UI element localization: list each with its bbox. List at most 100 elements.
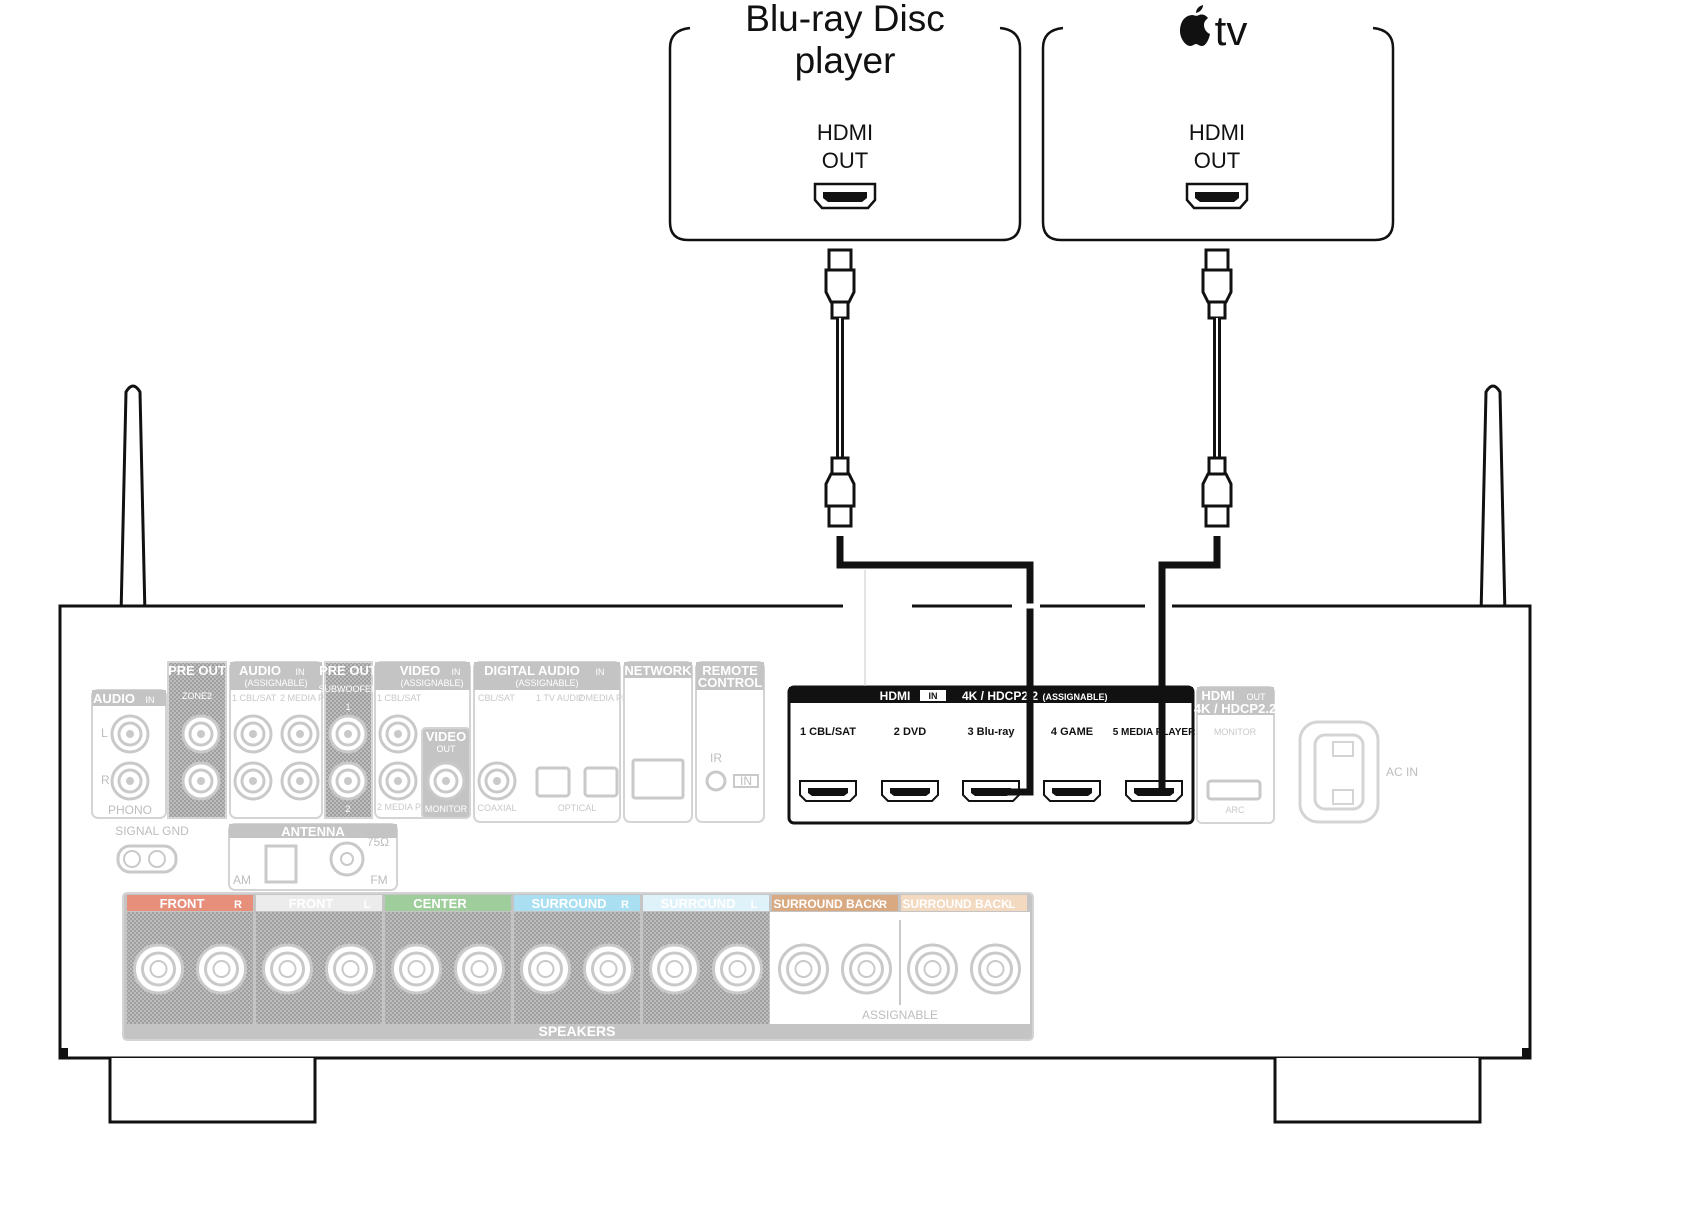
fm-terminal[interactable] xyxy=(329,841,365,877)
am-label: AM xyxy=(233,873,251,887)
antenna-section: ANTENNA AM FM 75Ω xyxy=(228,823,398,891)
hdmi-in-2-port[interactable] xyxy=(881,780,939,802)
phono-jack-r[interactable] xyxy=(110,761,150,801)
optical-label: OPTICAL xyxy=(558,803,597,813)
ohm-label: 75Ω xyxy=(367,835,389,849)
appletv-hdmi-out-port[interactable] xyxy=(1185,182,1249,210)
speaker-tag-6: R xyxy=(879,899,887,911)
speaker-post-7-minus[interactable] xyxy=(970,943,1021,995)
bluray-hdmi-out-port[interactable] xyxy=(813,182,877,210)
hdmi-out-monitor: MONITOR xyxy=(1214,727,1257,737)
audio-in-media-jack-r[interactable] xyxy=(280,761,320,801)
digital-audio-ch-tv: 1 TV AUDIO xyxy=(536,693,585,703)
ac-inlet-section: AC IN xyxy=(1298,720,1418,824)
video-in-sub: (ASSIGNABLE) xyxy=(400,678,463,688)
speaker-post-2-plus[interactable] xyxy=(262,943,313,995)
speaker-post-6-plus[interactable] xyxy=(778,943,829,995)
appletv-port-label-1: HDMI xyxy=(1189,120,1245,145)
apple-logo-icon xyxy=(1180,5,1210,46)
network-title: NETWORK xyxy=(624,663,692,678)
optical-media-port[interactable] xyxy=(583,766,619,798)
subwoofer-2-jack[interactable] xyxy=(328,761,368,801)
speaker-label-3: CENTER xyxy=(413,896,467,911)
phono-jack-l[interactable] xyxy=(110,714,150,754)
digital-audio-ch-cbl: CBL/SAT xyxy=(478,693,515,703)
signal-gnd-terminal[interactable] xyxy=(116,844,178,874)
audio-in-left-label: L xyxy=(101,726,108,740)
pre-out-sub-title: PRE OUT xyxy=(319,663,377,678)
digital-audio-tag: IN xyxy=(596,667,605,677)
apple-tv-device: tv HDMI OUT xyxy=(1041,5,1395,242)
digital-audio-ch-media: 2 MEDIA PLAYER xyxy=(578,693,651,703)
speaker-post-7-plus[interactable] xyxy=(907,943,958,995)
fm-label: FM xyxy=(370,873,387,887)
hdmi-in-label-1: 1 CBL/SAT xyxy=(800,726,856,738)
coaxial-jack[interactable] xyxy=(477,761,517,801)
hdmi-out-arc: ARC xyxy=(1225,805,1245,815)
hdmi-in-4-port[interactable] xyxy=(1043,780,1101,802)
speaker-tag-1: R xyxy=(234,899,242,911)
speaker-label-6: SURROUND BACK xyxy=(773,897,881,911)
hdmi-in-1-port[interactable] xyxy=(799,780,857,802)
audio-in-cblsat-jack-l[interactable] xyxy=(233,714,273,754)
video-out-tag: OUT xyxy=(437,744,457,754)
am-terminal[interactable] xyxy=(264,844,298,884)
signal-gnd-section: SIGNAL GND xyxy=(115,824,189,874)
audio-in-title: AUDIO xyxy=(93,691,135,706)
hdmi-out-section: HDMI OUT 4K / HDCP2.2 MONITOR ARC xyxy=(1194,686,1276,824)
speaker-post-5-plus[interactable] xyxy=(649,943,700,995)
network-section: NETWORK xyxy=(623,661,693,823)
speaker-post-6-minus[interactable] xyxy=(841,943,892,995)
speaker-tag-5: L xyxy=(751,899,758,911)
audio-in-cblsat-jack-r[interactable] xyxy=(233,761,273,801)
speaker-post-3-minus[interactable] xyxy=(454,943,505,995)
speaker-post-3-plus[interactable] xyxy=(391,943,442,995)
audio-in-assignable-section: AUDIO IN (ASSIGNABLE) 1 CBL/SAT 2 MEDIA … xyxy=(229,661,353,819)
audio-in-right-label: R xyxy=(101,773,110,787)
speaker-post-1-plus[interactable] xyxy=(133,943,184,995)
video-out-monitor-label: MONITOR xyxy=(425,804,468,814)
pre-out-zone2-section: PRE OUT ZONE2 xyxy=(167,661,227,819)
speaker-post-2-minus[interactable] xyxy=(325,943,376,995)
speaker-tag-2: L xyxy=(364,899,371,911)
hdmi-in-title: HDMI xyxy=(880,689,911,703)
speaker-post-4-plus[interactable] xyxy=(520,943,571,995)
optical-tv-port[interactable] xyxy=(535,766,571,798)
hdmi-in-tag: IN xyxy=(929,691,938,701)
video-in-cblsat-jack[interactable] xyxy=(378,714,418,754)
antenna-title: ANTENNA xyxy=(281,824,345,839)
speaker-label-4: SURROUND xyxy=(531,896,606,911)
speakers-title: SPEAKERS xyxy=(538,1023,615,1039)
subwoofer-1-jack[interactable] xyxy=(328,714,368,754)
hdmi-in-5-port[interactable] xyxy=(1125,780,1183,802)
ir-in-jack[interactable] xyxy=(705,770,727,792)
hdmi-in-panel: HDMI IN 4K / HDCP2.2 (ASSIGNABLE) 1 CBL/… xyxy=(787,685,1196,825)
video-in-media-jack[interactable] xyxy=(378,761,418,801)
hdmi-out-title: HDMI xyxy=(1201,688,1234,703)
video-in-ch1: 1 CBL/SAT xyxy=(377,693,422,703)
hdmi-out-monitor-port[interactable] xyxy=(1206,779,1262,801)
audio-in-media-jack-l[interactable] xyxy=(280,714,320,754)
hdmi-out-tag: OUT xyxy=(1247,692,1267,702)
ethernet-port[interactable] xyxy=(631,758,685,800)
speaker-post-1-minus[interactable] xyxy=(196,943,247,995)
video-out-title: VIDEO xyxy=(426,729,466,744)
sub-1-label: 1 xyxy=(345,702,350,712)
audio-in2-ch2: 2 MEDIA PLAYER xyxy=(280,693,353,703)
ac-inlet[interactable] xyxy=(1313,733,1365,811)
zone2-jack-r[interactable] xyxy=(181,761,221,801)
audio-in-tag: IN xyxy=(146,695,155,705)
zone2-jack-l[interactable] xyxy=(181,714,221,754)
speaker-post-4-minus[interactable] xyxy=(583,943,634,995)
video-in-tag: IN xyxy=(452,667,461,677)
digital-audio-sub: (ASSIGNABLE) xyxy=(515,678,578,688)
hdmi-in-spec: 4K / HDCP2.2 xyxy=(962,689,1038,703)
video-out-monitor-jack[interactable] xyxy=(426,761,466,801)
hdmi-cable-bluray xyxy=(824,248,1034,796)
ir-label: IR xyxy=(710,751,722,765)
digital-audio-title: DIGITAL AUDIO xyxy=(484,663,580,678)
speaker-post-5-minus[interactable] xyxy=(712,943,763,995)
